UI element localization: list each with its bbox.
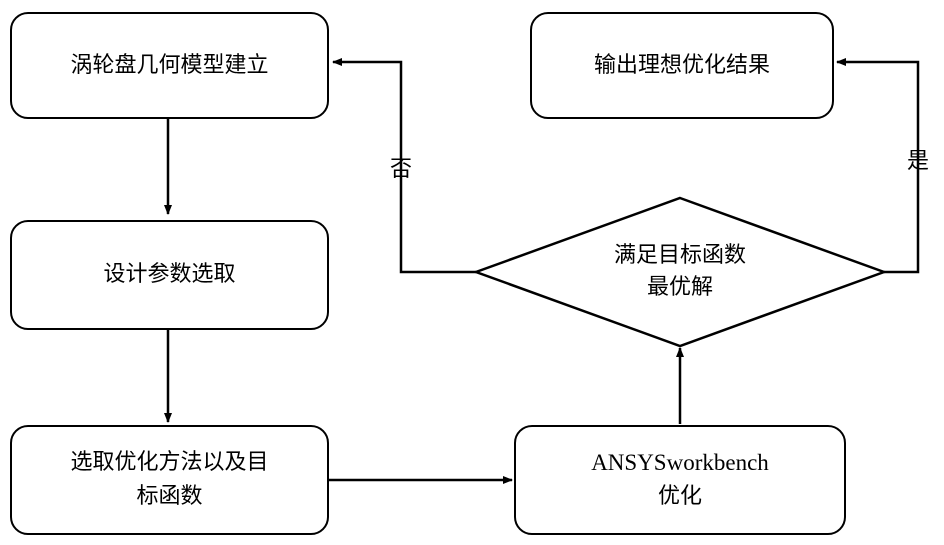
decision-label: 满足目标函数 最优解	[560, 240, 800, 304]
node-select-params-label: 设计参数选取	[103, 262, 236, 287]
node-select-method-label-line2: 标函数	[136, 484, 203, 509]
node-ansys-label-line2: 优化	[657, 484, 702, 509]
decision-diamond	[472, 196, 888, 348]
node-ansys: ANSYSworkbench 优化	[514, 425, 846, 535]
node-build-model-label: 涡轮盘几何模型建立	[70, 52, 269, 78]
edge-label-yes: 是	[906, 149, 929, 174]
arrow-yes-path	[836, 58, 920, 274]
node-output: 输出理想优化结果	[530, 12, 834, 119]
node-select-method: 选取优化方法以及目 标函数	[10, 425, 329, 535]
node-select-params: 设计参数选取	[10, 220, 329, 330]
node-select-method-label-line1: 选取优化方法以及目	[70, 450, 269, 475]
node-ansys-label-line1: ANSYSworkbench	[591, 450, 769, 475]
edge-label-no: 否	[389, 157, 412, 182]
node-build-model: 涡轮盘几何模型建立	[10, 12, 329, 119]
decision-label-line1: 满足目标函数	[613, 243, 746, 268]
node-output-label: 输出理想优化结果	[593, 52, 770, 78]
decision-label-line2: 最优解	[646, 275, 713, 300]
arrow-no-loop	[332, 58, 476, 274]
